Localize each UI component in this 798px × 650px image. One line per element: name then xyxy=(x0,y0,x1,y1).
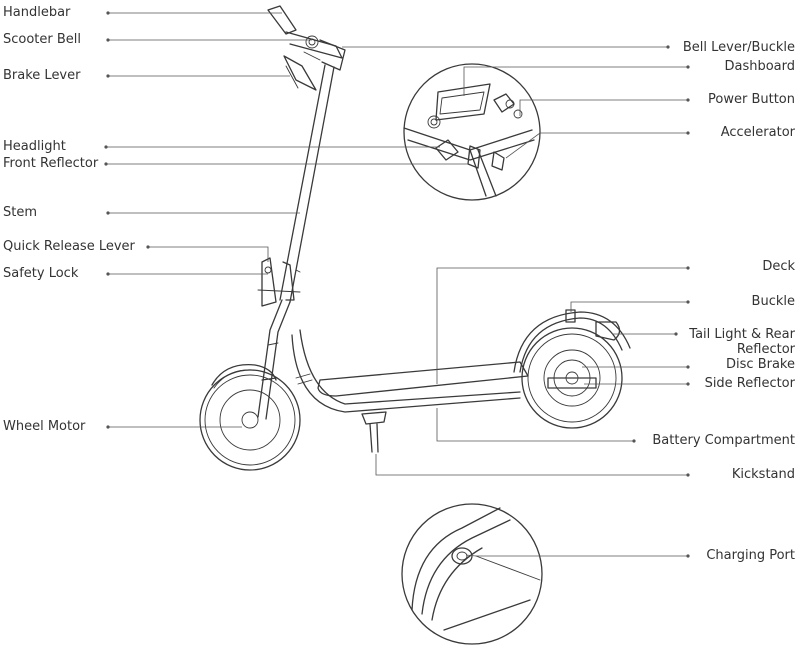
label-accelerator: Accelerator xyxy=(720,125,795,140)
rear-wheel xyxy=(513,309,631,429)
folding-mechanism xyxy=(257,257,301,307)
label-brake-lever: Brake Lever xyxy=(3,68,81,83)
detail-circle-charging xyxy=(401,503,543,645)
kickstand xyxy=(361,411,387,453)
deck-body xyxy=(291,329,529,413)
label-dashboard: Dashboard xyxy=(724,59,795,74)
front-wheel xyxy=(199,364,301,471)
handlebar-assembly xyxy=(267,5,346,91)
label-wheel-motor: Wheel Motor xyxy=(3,419,86,434)
label-stem: Stem xyxy=(3,205,38,220)
label-side-reflector: Side Reflector xyxy=(704,376,795,391)
label-handlebar: Handlebar xyxy=(3,5,71,20)
label-power-button: Power Button xyxy=(708,92,795,107)
label-bell-lever-buckle: Bell Lever/Buckle xyxy=(682,40,795,55)
label-buckle: Buckle xyxy=(751,294,795,309)
label-tail-light-line1: Tail Light & Rear xyxy=(689,327,795,342)
detail-circle-controls xyxy=(403,63,541,201)
leader-lines xyxy=(104,11,690,558)
label-headlight: Headlight xyxy=(3,139,66,154)
label-battery-compartment: Battery Compartment xyxy=(652,433,795,448)
label-tail-light-line2: Reflector xyxy=(736,342,795,357)
label-charging-port: Charging Port xyxy=(706,548,795,563)
label-quick-release-lever: Quick Release Lever xyxy=(3,239,135,254)
label-safety-lock: Safety Lock xyxy=(3,266,79,281)
scooter-illustration xyxy=(199,5,631,645)
label-deck: Deck xyxy=(762,259,795,274)
label-kickstand: Kickstand xyxy=(731,467,795,482)
label-scooter-bell: Scooter Bell xyxy=(3,32,82,47)
label-front-reflector: Front Reflector xyxy=(3,156,99,171)
label-disc-brake: Disc Brake xyxy=(726,357,795,372)
